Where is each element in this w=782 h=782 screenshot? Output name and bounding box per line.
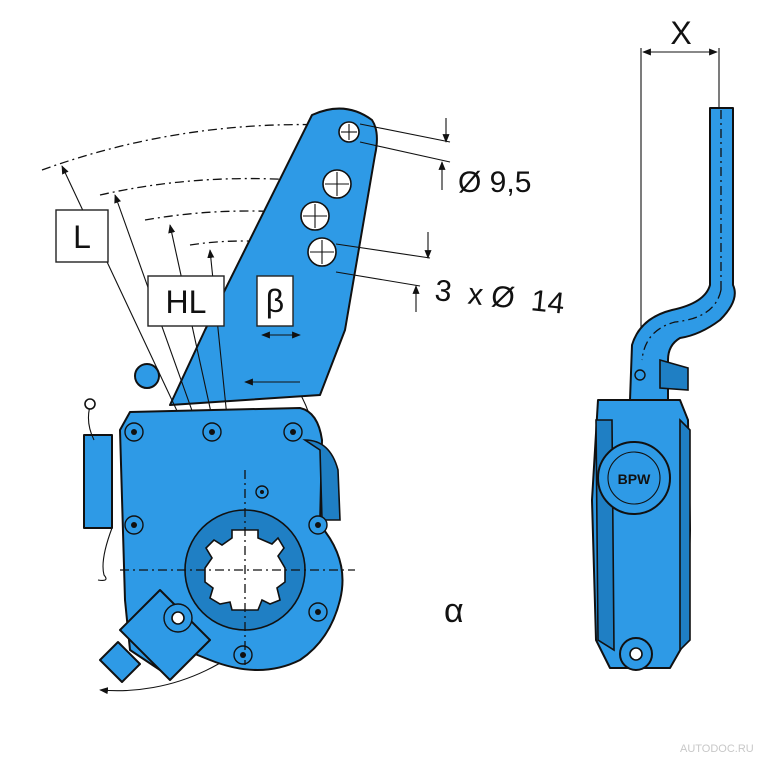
label-beta: β xyxy=(266,283,284,319)
adjuster-hex xyxy=(99,641,141,683)
lever-arm xyxy=(169,107,378,406)
watermark: AUTODOC.RU xyxy=(680,743,754,755)
side-view: BPW xyxy=(591,48,736,671)
side-lever-arm xyxy=(629,107,736,401)
label-small-hole: Ø 9,5 xyxy=(458,166,531,199)
label-alpha: α xyxy=(444,592,464,630)
logo-text: BPW xyxy=(618,471,651,487)
worm-housing xyxy=(119,589,211,681)
housing-rib xyxy=(302,439,341,521)
label-x: X xyxy=(670,15,691,51)
spring-clip xyxy=(83,434,113,529)
housing-bolts xyxy=(124,422,328,665)
radius-arc-l xyxy=(41,123,331,171)
front-view xyxy=(41,107,451,695)
label-l: L xyxy=(73,219,91,255)
label-hl: HL xyxy=(166,284,207,320)
label-large-holes: 3 x Ø 14 xyxy=(433,274,566,320)
grease-nipple xyxy=(134,363,160,389)
